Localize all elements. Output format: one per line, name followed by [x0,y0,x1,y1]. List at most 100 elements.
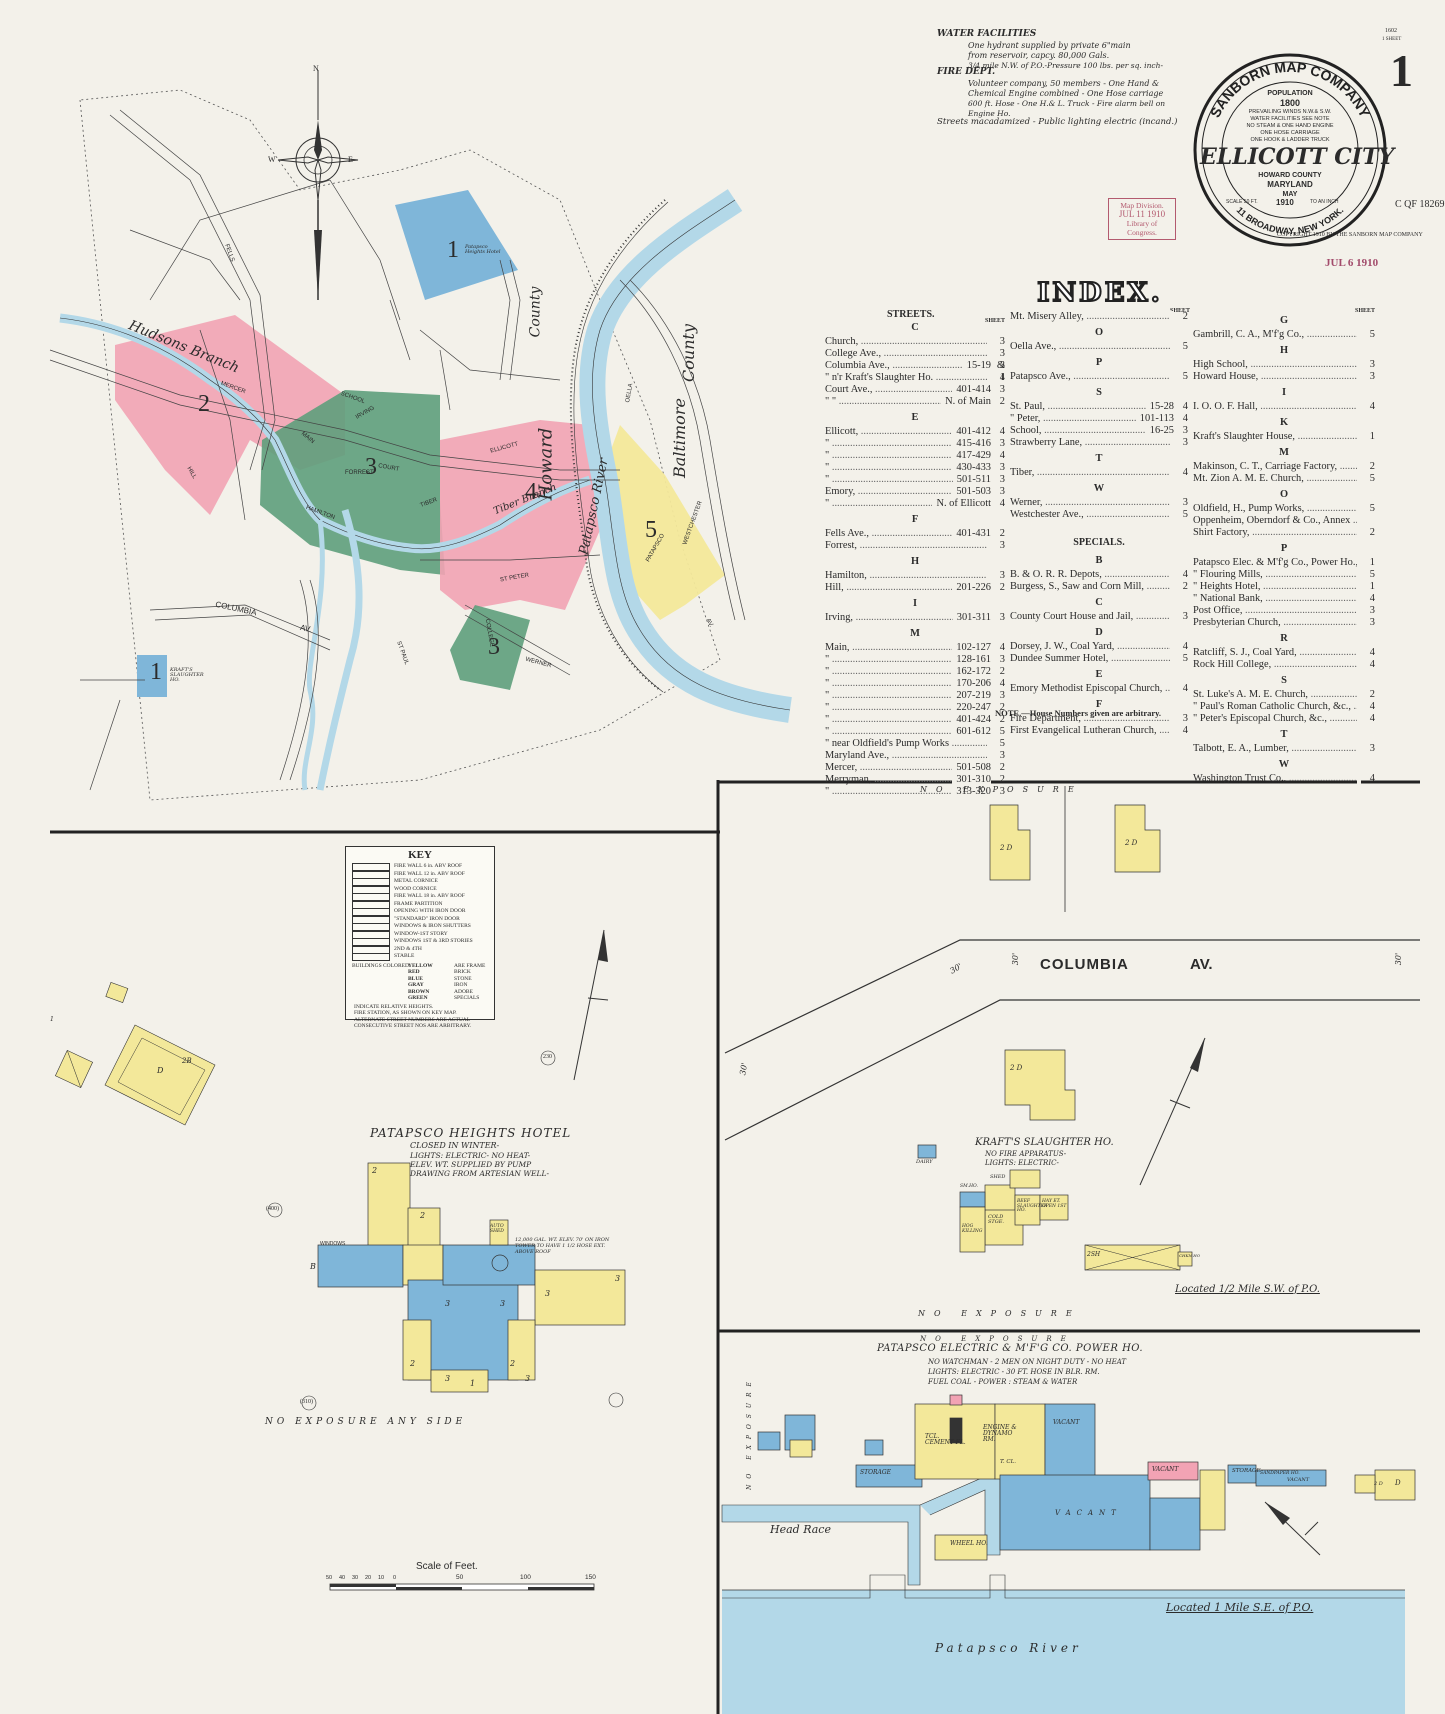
key-row: WINDOWS 1ST & 3RD STORIES [394,938,473,944]
index-entry-numbers: 430-433 [952,462,991,474]
index-entry-name: Main, [825,642,952,654]
index-entry-numbers: 415-416 [952,438,991,450]
power-river: Patapsco River [935,1641,1082,1655]
index-entry: Emory Methodist Episcopal Church,4 [1010,683,1188,695]
index-entry-sheet: 2 [999,762,1005,773]
index-entry-numbers [1170,725,1174,737]
index-entry-name: Merryman, [825,774,952,786]
key-row: FIRE WALL 18 in. ABV ROOF [394,893,465,899]
index-entry-sheet: 5 [999,738,1005,749]
index-entry-numbers: N. of Ellicott [932,498,991,510]
hotel-line-3: ELEV. WT. SUPPLIED BY PUMP [410,1160,532,1169]
index-entry-numbers [1357,593,1361,605]
index-letter: F [1095,699,1103,710]
power-vacant-a: VACANT [1053,1419,1080,1426]
index-entry-numbers: 102-127 [952,642,991,654]
index-entry-sheet: 3 [999,690,1005,701]
index-entry-numbers [1357,461,1361,473]
key-row: WINDOWS & IRON SHUTTERS [394,923,471,929]
key-footer: INDICATE RELATIVE HEIGHTS. [354,1003,434,1010]
compass-n: N [313,64,319,73]
index-entry-sheet: 4 [1369,647,1375,658]
index-entry-sheet: 3 [999,336,1005,347]
index-entry-sheet: 1 [1369,431,1375,442]
scale-tick-50: 50 [456,1574,464,1581]
index-entry: County Court House and Jail,3 [1010,611,1188,623]
index-entry-sheet: 4 [1182,467,1188,478]
index-letter: T [1095,453,1103,464]
index-entry-numbers: 417-429 [952,450,991,462]
slaughter-shed-a: 2SH [1087,1251,1101,1258]
index-entry-sheet: 2 [1369,689,1375,700]
index-entry: Mt. Misery Alley,2 [1010,311,1188,323]
index-entry-name: Dorsey, J. W., Coal Yard, [1010,641,1170,653]
hotel-label-1: 1 [50,1016,54,1023]
index-letter: T [1280,729,1288,740]
slaughter-house-a: 2 D [1000,844,1013,852]
index-entry-name: Werner, [1010,497,1170,509]
scale-tick-40: 40 [339,1575,346,1581]
index-entry-numbers: 128-161 [952,654,991,666]
index-entry: " Peter's Episcopal Church, &c.,4 [1193,713,1375,725]
hotel-floor-3e: 3 [445,1374,451,1383]
compass-e: E [348,155,353,164]
index-entry-sheet: 3 [999,474,1005,485]
index-entry-numbers: 201-226 [952,582,991,594]
sheet-hdr-2: SHEET [1170,308,1191,314]
seal-state: MARYLAND [1267,180,1313,189]
index-entry-sheet: 2 [999,666,1005,677]
index-entry-numbers [1357,401,1361,413]
index-entry-name: Talbott, E. A., Lumber, [1193,743,1357,755]
seal-line-3: NO STEAM & ONE HAND ENGINE [1246,123,1334,129]
index-entry-numbers [987,750,991,762]
stamp-line-1: Map Division. [1120,201,1164,210]
index-entry-name: Post Office, [1193,605,1357,617]
power-storage-a: STORAGE [860,1469,892,1476]
index-entry-numbers [1170,641,1174,653]
index-entry-name: St. Paul, [1010,401,1146,413]
fire-line-3: 600 ft. Hose - One H.& L. Truck - Fire a… [968,99,1166,108]
index-entry-numbers: 501-511 [952,474,991,486]
index-entry: Maryland Ave.,3 [825,750,1005,762]
index-entry: Oella Ave.,5 [1010,341,1188,353]
slaughter-hog-killing: HOG KILLING [962,1224,983,1234]
sheet-area-2 [115,315,345,515]
sheet-marker-3b: 3 [488,634,500,660]
power-vacant-c: VACANT [1152,1466,1179,1473]
index-letter: O [1279,489,1289,500]
index-entry-name: " Paul's Roman Catholic Church, &c., [1193,701,1357,713]
power-no-exposure-left: NO EXPOSURE [745,1376,753,1490]
index-letter: M [910,628,920,639]
index-entry: Howard House,3 [1193,371,1375,383]
index-entry-sheet: 3 & 4 [996,348,1005,383]
seal-line-5: ONE HOOK & LADDER TRUCK [1250,137,1330,143]
index-entry-numbers [1170,311,1174,323]
fire-line-4: Engine Ho. [968,109,1011,118]
scale-tick-50a: 50 [326,1575,333,1581]
index-entry-sheet: 1 [1369,581,1375,592]
index-letter: E [911,412,919,423]
index-entry-name: Emory, [825,486,952,498]
index-entry-numbers [1170,653,1174,665]
index-entry-sheet: 5 [1182,509,1188,520]
power-wheel-house: WHEEL HO. [950,1540,988,1547]
index-entry: College Ave.,3 & 4 [825,348,1005,383]
seal-county: HOWARD COUNTY [1258,172,1322,179]
index-entry-numbers [987,738,991,750]
index-entry-name: Tiber, [1010,467,1170,479]
slaughter-smoke-house: SM.HO. [960,1184,978,1189]
index-entry-sheet: 4 [1182,413,1188,424]
index-entry-numbers [1170,713,1174,725]
index-entry-numbers: 162-172 [952,666,991,678]
index-entry-name: " [825,450,952,462]
index-entry-numbers [1170,467,1174,479]
index-entry-sheet: 4 [1369,701,1375,712]
index-entry-numbers [1357,569,1361,581]
index-entry-sheet: 4 [1182,641,1188,652]
sheet-marker-1b: 1 [150,659,162,685]
